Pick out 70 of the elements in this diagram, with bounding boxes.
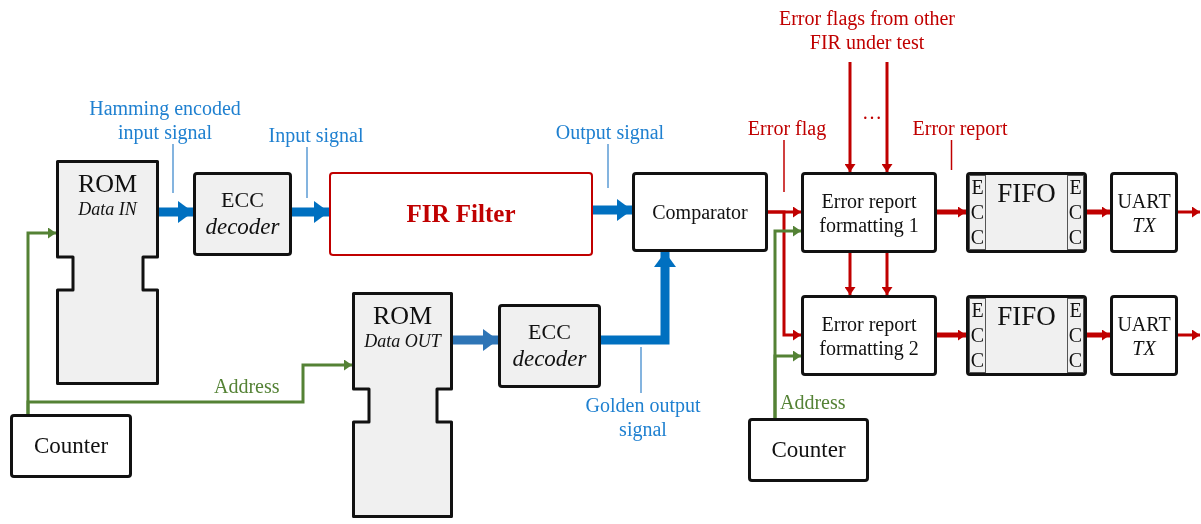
signal-label: Output signal	[540, 120, 680, 144]
fifo-box	[966, 295, 1087, 376]
arrow	[593, 199, 632, 221]
block-sublabel: Data IN	[78, 199, 137, 221]
arrow	[937, 206, 966, 218]
fifo-box	[966, 172, 1087, 253]
leader-line	[783, 139, 785, 193]
block-label: ROM	[372, 300, 433, 332]
leader-line	[607, 143, 609, 189]
arrow	[773, 350, 801, 418]
leader-line	[306, 146, 308, 199]
signal-label: Hamming encoded input signal	[72, 96, 258, 144]
leader-line	[640, 346, 642, 394]
block-sublabel: Data OUT	[364, 331, 441, 353]
memory-block	[56, 160, 159, 385]
block-label: FIFO	[997, 177, 1056, 210]
formatter-box	[801, 295, 937, 376]
counter-box	[748, 418, 869, 482]
arrow	[453, 329, 498, 351]
block-label: ECC	[528, 319, 571, 346]
block-label: ECC	[1067, 298, 1084, 373]
block-label: ECC	[969, 175, 986, 250]
memory-block	[352, 292, 453, 518]
signal-label: Golden output signal	[570, 393, 716, 441]
block-label: Error report formatting 2	[818, 311, 920, 360]
arrow	[881, 253, 893, 295]
block-sublabel: TX	[1132, 335, 1156, 360]
ellipsis-mark: …	[861, 100, 883, 124]
block-sublabel: decoder	[205, 213, 280, 241]
leader-line	[172, 143, 174, 194]
signal-label: Error report	[898, 116, 1022, 140]
arrow	[26, 359, 352, 414]
arrow	[1178, 206, 1200, 218]
leader-line	[950, 139, 953, 171]
signal-label: Input signal	[255, 123, 377, 147]
arrow	[1087, 206, 1110, 218]
arrow	[159, 201, 193, 223]
arrow	[881, 62, 893, 172]
arrow	[844, 253, 856, 295]
block-label: Error report formatting 1	[818, 188, 920, 237]
counter-box	[10, 414, 132, 478]
block-label: UART	[1117, 188, 1171, 213]
arrow	[1087, 329, 1110, 341]
block-label: ROM	[77, 168, 138, 200]
formatter-box	[801, 172, 937, 253]
block-sublabel: TX	[1132, 212, 1156, 237]
block-label: FIFO	[997, 300, 1056, 333]
block-label: ECC	[221, 187, 264, 214]
block-label: Counter	[771, 436, 846, 464]
arrow	[601, 252, 676, 345]
block-label: ECC	[969, 298, 986, 373]
comparator-box	[632, 172, 768, 252]
arrow	[292, 201, 329, 223]
block-label: Counter	[33, 432, 109, 460]
decoder-box	[498, 304, 601, 388]
note-text: Error flags from other FIR under test	[777, 6, 956, 54]
block-label: UART	[1117, 311, 1171, 336]
block-label: FIR Filter	[406, 199, 516, 229]
arrow	[844, 62, 856, 172]
uart-box	[1110, 295, 1178, 376]
filter-box	[329, 172, 593, 256]
arrow	[1178, 329, 1200, 341]
arrow	[768, 210, 801, 341]
block-label: ECC	[1067, 175, 1084, 250]
block-label: Comparator	[652, 200, 748, 224]
arrow	[937, 329, 966, 341]
decoder-box	[193, 172, 292, 256]
block-sublabel: decoder	[512, 345, 587, 373]
signal-label: Error flag	[740, 116, 834, 140]
uart-box	[1110, 172, 1178, 253]
